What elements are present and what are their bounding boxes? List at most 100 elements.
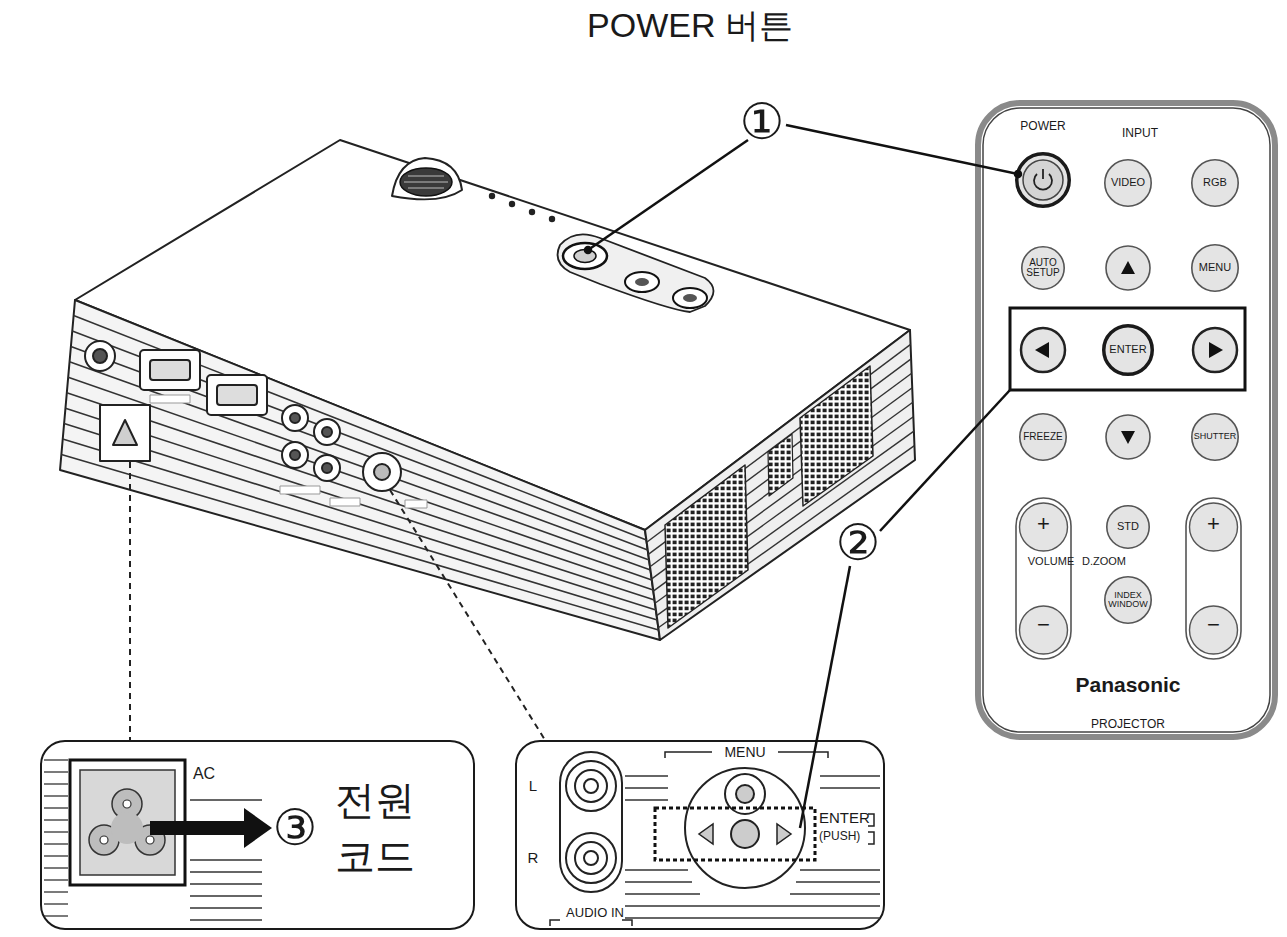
bracket-lines xyxy=(622,920,632,926)
panel-text: VOLUME xyxy=(1021,556,1081,568)
panel-text: POWER xyxy=(1003,120,1083,133)
inset-grille xyxy=(190,895,262,896)
rear-ports xyxy=(374,464,390,480)
arrow-symbol xyxy=(1035,261,1223,444)
panel-text: R xyxy=(523,850,543,866)
button-outline xyxy=(1105,160,1151,206)
bracket-lines xyxy=(550,752,874,926)
inset-grille xyxy=(44,903,68,904)
inset-guide-lines xyxy=(130,462,545,740)
inset-grille xyxy=(44,915,68,916)
remote-control: INPUTVOLUMED.ZOOMPanasonicPROJECTORPOWER… xyxy=(975,100,1278,740)
front-grille xyxy=(74,316,647,541)
remote-arrow-buttons xyxy=(1106,246,1150,290)
rocker-outline xyxy=(1016,498,1071,659)
side-grille xyxy=(655,417,913,604)
button-label: AUTO SETUP xyxy=(1023,258,1063,279)
bracket-lines xyxy=(868,832,874,844)
remote-arrow-buttons xyxy=(1106,415,1150,459)
projector-button xyxy=(635,278,649,286)
inset-grille xyxy=(190,919,262,920)
button-panel xyxy=(558,234,714,312)
port-tags xyxy=(150,395,427,508)
part-label: POWER 버튼 xyxy=(560,8,820,42)
control-dial xyxy=(736,785,754,803)
enter-button: ENTER xyxy=(1102,324,1154,376)
bracket-lines xyxy=(550,920,560,926)
ac-inlet xyxy=(100,836,108,844)
projector-power-button xyxy=(563,243,607,269)
button-outline xyxy=(1192,245,1238,291)
rear-ports xyxy=(290,450,300,460)
control-dial xyxy=(685,768,805,888)
panel-text: D.ZOOM xyxy=(1079,556,1129,568)
inset-grille xyxy=(790,893,880,894)
side-grille xyxy=(647,344,911,542)
rear-ports xyxy=(217,385,257,405)
lens-ribs xyxy=(404,181,448,182)
panel-text: AUDIO IN xyxy=(555,906,635,920)
side-vent xyxy=(665,465,748,628)
inset-grille xyxy=(820,787,880,788)
button-outline xyxy=(1105,577,1151,623)
port-tags xyxy=(150,395,190,403)
button-label: FREEZE xyxy=(1023,432,1062,443)
side-grille xyxy=(647,344,915,627)
arrow-symbol xyxy=(699,824,791,844)
power-button-outline xyxy=(1015,152,1071,208)
inset-guide-lines xyxy=(129,462,131,740)
bracket-lines xyxy=(778,752,828,758)
button-label: RGB xyxy=(1203,177,1227,189)
audio-jacks xyxy=(560,752,622,892)
audio-jacks xyxy=(575,842,607,874)
projector-illustration xyxy=(75,140,910,530)
button-label: SHUTTER xyxy=(1194,432,1237,441)
inset-grille xyxy=(44,891,68,892)
inset-grille xyxy=(44,807,68,808)
callout-number: ① xyxy=(732,97,792,147)
indicator-dots xyxy=(489,193,555,222)
side-grille xyxy=(658,446,914,628)
indicator-dots xyxy=(509,201,515,207)
highlight-frame xyxy=(1010,308,1245,390)
inset-grille xyxy=(190,799,262,800)
plug-arrow xyxy=(150,808,272,848)
inset-grille xyxy=(44,855,68,856)
rear-ports xyxy=(314,419,340,445)
panel-text: + xyxy=(1185,512,1242,535)
inset-grille xyxy=(625,869,688,870)
front-grille xyxy=(67,393,653,590)
inset-grille xyxy=(625,893,700,894)
inset-grille xyxy=(44,795,68,796)
rear-ports xyxy=(140,350,200,390)
remote-button: FREEZE xyxy=(1019,413,1067,461)
audio-jacks xyxy=(584,851,598,865)
side-grille xyxy=(657,431,914,615)
rear-ports xyxy=(93,349,107,363)
rear-ports xyxy=(100,405,150,461)
inset-grille xyxy=(800,869,880,870)
button-label: INDEX WINDOW xyxy=(1106,591,1150,610)
ac-inlet xyxy=(89,825,119,855)
leader-lines xyxy=(588,140,748,250)
inset-frame xyxy=(516,741,884,929)
inset-grille xyxy=(625,775,668,776)
lens-ribs xyxy=(408,187,444,188)
rocker-outline xyxy=(1186,498,1241,659)
button-outline xyxy=(1022,247,1064,289)
ac-inlet xyxy=(80,770,175,875)
ac-inlet xyxy=(135,825,165,855)
inset-grille xyxy=(190,871,262,872)
inset-grille xyxy=(796,881,880,882)
leader-lines xyxy=(585,125,1021,828)
inset-grille xyxy=(625,917,880,918)
control-dial xyxy=(685,768,805,888)
remote-arrow-buttons xyxy=(1193,328,1237,372)
inset-panel: MENULRENTER(PUSH)AUDIO IN xyxy=(515,740,885,930)
arrow-symbol xyxy=(1209,342,1223,358)
button-outline xyxy=(1192,414,1238,460)
plug-arrow xyxy=(150,821,248,835)
callout-number: ② xyxy=(828,518,888,568)
ac-inlet xyxy=(123,800,131,808)
